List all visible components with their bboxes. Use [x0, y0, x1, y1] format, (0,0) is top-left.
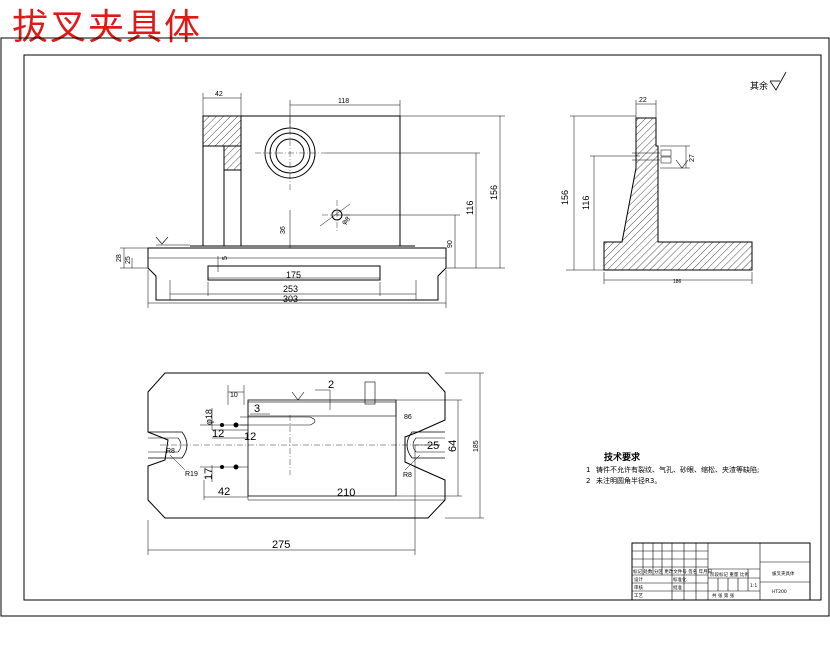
svg-text:253: 253	[283, 284, 298, 294]
svg-text:3: 3	[254, 403, 260, 415]
tech-req-item-1: 铸件不允许有裂纹、气孔、砂眼、缩松、夹渣等缺陷;	[596, 465, 759, 474]
svg-text:36: 36	[280, 226, 287, 234]
title-block	[631, 542, 811, 601]
svg-text:设计: 设计	[634, 576, 643, 583]
svg-text:303: 303	[283, 294, 298, 304]
tech-req-heading: 技术要求	[604, 451, 641, 463]
part-name: 拔叉夹具体	[772, 570, 795, 577]
svg-text:1: 1	[586, 466, 590, 474]
svg-text:5: 5	[222, 256, 229, 260]
svg-text:标准化: 标准化	[673, 576, 687, 583]
title-block-text: 标记 处数 分区 更改文件号 签名 年月日 设计 审核 工艺 标准化 批准 阶段…	[633, 568, 795, 599]
top-view	[147, 372, 484, 555]
svg-text:2: 2	[328, 379, 334, 391]
svg-text:27: 27	[689, 154, 696, 162]
roughness-symbol: 其余	[750, 71, 787, 91]
side-view-dims: 22 27 156 116 186	[560, 97, 696, 285]
svg-text:42: 42	[218, 486, 230, 498]
svg-text:R19: R19	[185, 471, 198, 478]
outer-border	[0, 37, 830, 617]
svg-text:工艺: 工艺	[634, 593, 643, 599]
svg-text:86: 86	[404, 414, 412, 421]
svg-text:42: 42	[215, 91, 223, 98]
svg-text:116: 116	[465, 201, 475, 215]
svg-text:阶段标记 重量 比例: 阶段标记 重量 比例	[710, 571, 749, 578]
svg-text:2: 2	[586, 477, 590, 485]
svg-text:25: 25	[125, 256, 132, 264]
svg-text:210: 210	[337, 487, 355, 499]
svg-text:175: 175	[286, 270, 301, 280]
svg-text:118: 118	[338, 98, 349, 105]
svg-text:156: 156	[489, 185, 499, 200]
top-view-dims: 10 2 3 φ18 12 12 86 17 25 42 210 64 185 …	[166, 379, 480, 551]
side-view	[566, 100, 753, 284]
svg-text:116: 116	[581, 196, 591, 210]
roughness-label: 其余	[750, 80, 768, 91]
material: HT200	[772, 589, 787, 595]
svg-text:156: 156	[560, 190, 570, 205]
svg-text:12: 12	[212, 428, 224, 440]
svg-text:64: 64	[447, 440, 459, 452]
svg-text:φ18: φ18	[204, 409, 214, 425]
svg-text:R8: R8	[403, 472, 412, 479]
svg-text:185: 185	[473, 440, 480, 452]
svg-text:φ8: φ8	[341, 216, 352, 227]
svg-text:17: 17	[203, 468, 215, 480]
svg-text:12: 12	[244, 431, 256, 443]
front-view-dims: 42 118 156 116 90 36 28 25 5 175 253 303…	[116, 91, 499, 304]
front-view	[120, 93, 505, 308]
svg-text:90: 90	[447, 240, 454, 248]
technical-requirements: 技术要求 1 铸件不允许有裂纹、气孔、砂眼、缩松、夹渣等缺陷; 2 未注明圆角半…	[586, 451, 759, 485]
svg-text:R8: R8	[166, 448, 175, 455]
inner-border	[23, 54, 822, 601]
svg-text:22: 22	[639, 97, 647, 104]
svg-text:25: 25	[427, 440, 439, 452]
svg-text:标记 处数 分区 更改文件号 签名 年月日: 标记 处数 分区 更改文件号 签名 年月日	[633, 568, 712, 575]
svg-text:共 张 第 张: 共 张 第 张	[712, 592, 735, 599]
svg-text:10: 10	[230, 392, 238, 399]
svg-text:批准: 批准	[673, 584, 682, 591]
page-title: 拔叉夹具体	[12, 7, 203, 48]
svg-text:275: 275	[272, 539, 290, 551]
tech-req-item-2: 未注明圆角半径R3。	[596, 476, 661, 485]
svg-text:审核: 审核	[634, 584, 643, 591]
svg-text:28: 28	[116, 254, 123, 262]
svg-text:186: 186	[673, 279, 682, 285]
svg-text:1:1: 1:1	[750, 583, 757, 589]
